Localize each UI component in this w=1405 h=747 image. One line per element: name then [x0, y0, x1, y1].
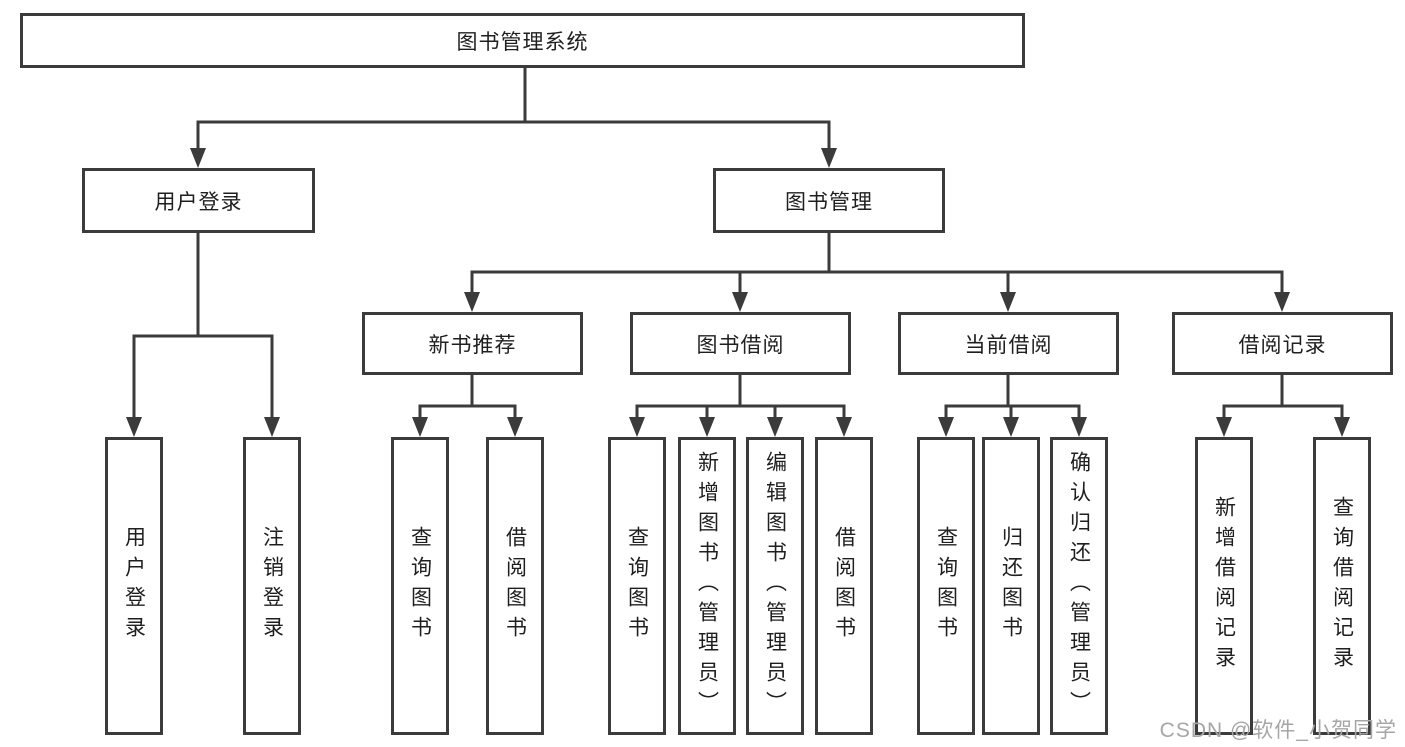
leaf-user-login: 用户登录	[105, 437, 163, 735]
connector-new-book-group	[418, 375, 517, 419]
leaf-query-books-current: 查询图书	[917, 437, 975, 735]
leaf-query-books-borrowing: 查询图书	[608, 437, 666, 735]
connector-borrow-group	[635, 375, 846, 419]
leaf-return-books: 归还图书	[982, 437, 1040, 735]
connector-user-login-to-leaves	[132, 233, 274, 419]
csdn-watermark: CSDN @软件_小贺同学	[1159, 719, 1397, 742]
leaf-logout: 注销登录	[243, 437, 301, 735]
connector-book-mgmt-to-level3	[470, 233, 1284, 294]
leaf-query-books-recommend: 查询图书	[391, 437, 449, 735]
leaf-borrow-books-recommend: 借阅图书	[486, 437, 544, 735]
leaf-query-borrow-record: 查询借阅记录	[1313, 437, 1371, 735]
node-new-book-recommendation: 新书推荐	[362, 312, 583, 375]
node-current-borrowing: 当前借阅	[898, 312, 1119, 375]
leaf-confirm-return-admin: 确认归还（管理员）	[1050, 437, 1108, 735]
node-library-system: 图书管理系统	[20, 13, 1025, 68]
node-book-management: 图书管理	[713, 168, 945, 233]
leaf-borrow-books: 借阅图书	[815, 437, 873, 735]
node-borrowing-records: 借阅记录	[1172, 312, 1393, 375]
node-user-login: 用户登录	[82, 168, 315, 233]
arrowheads	[126, 148, 1350, 437]
node-book-borrowing: 图书借阅	[630, 312, 851, 375]
leaf-add-borrow-record: 新增借阅记录	[1195, 437, 1253, 735]
connector-root-to-level2	[196, 68, 831, 150]
connector-current-borrow-group	[944, 375, 1081, 419]
leaf-add-books-admin: 新增图书（管理员）	[678, 437, 736, 735]
leaf-edit-books-admin: 编辑图书（管理员）	[746, 437, 804, 735]
connector-record-group	[1222, 375, 1344, 419]
